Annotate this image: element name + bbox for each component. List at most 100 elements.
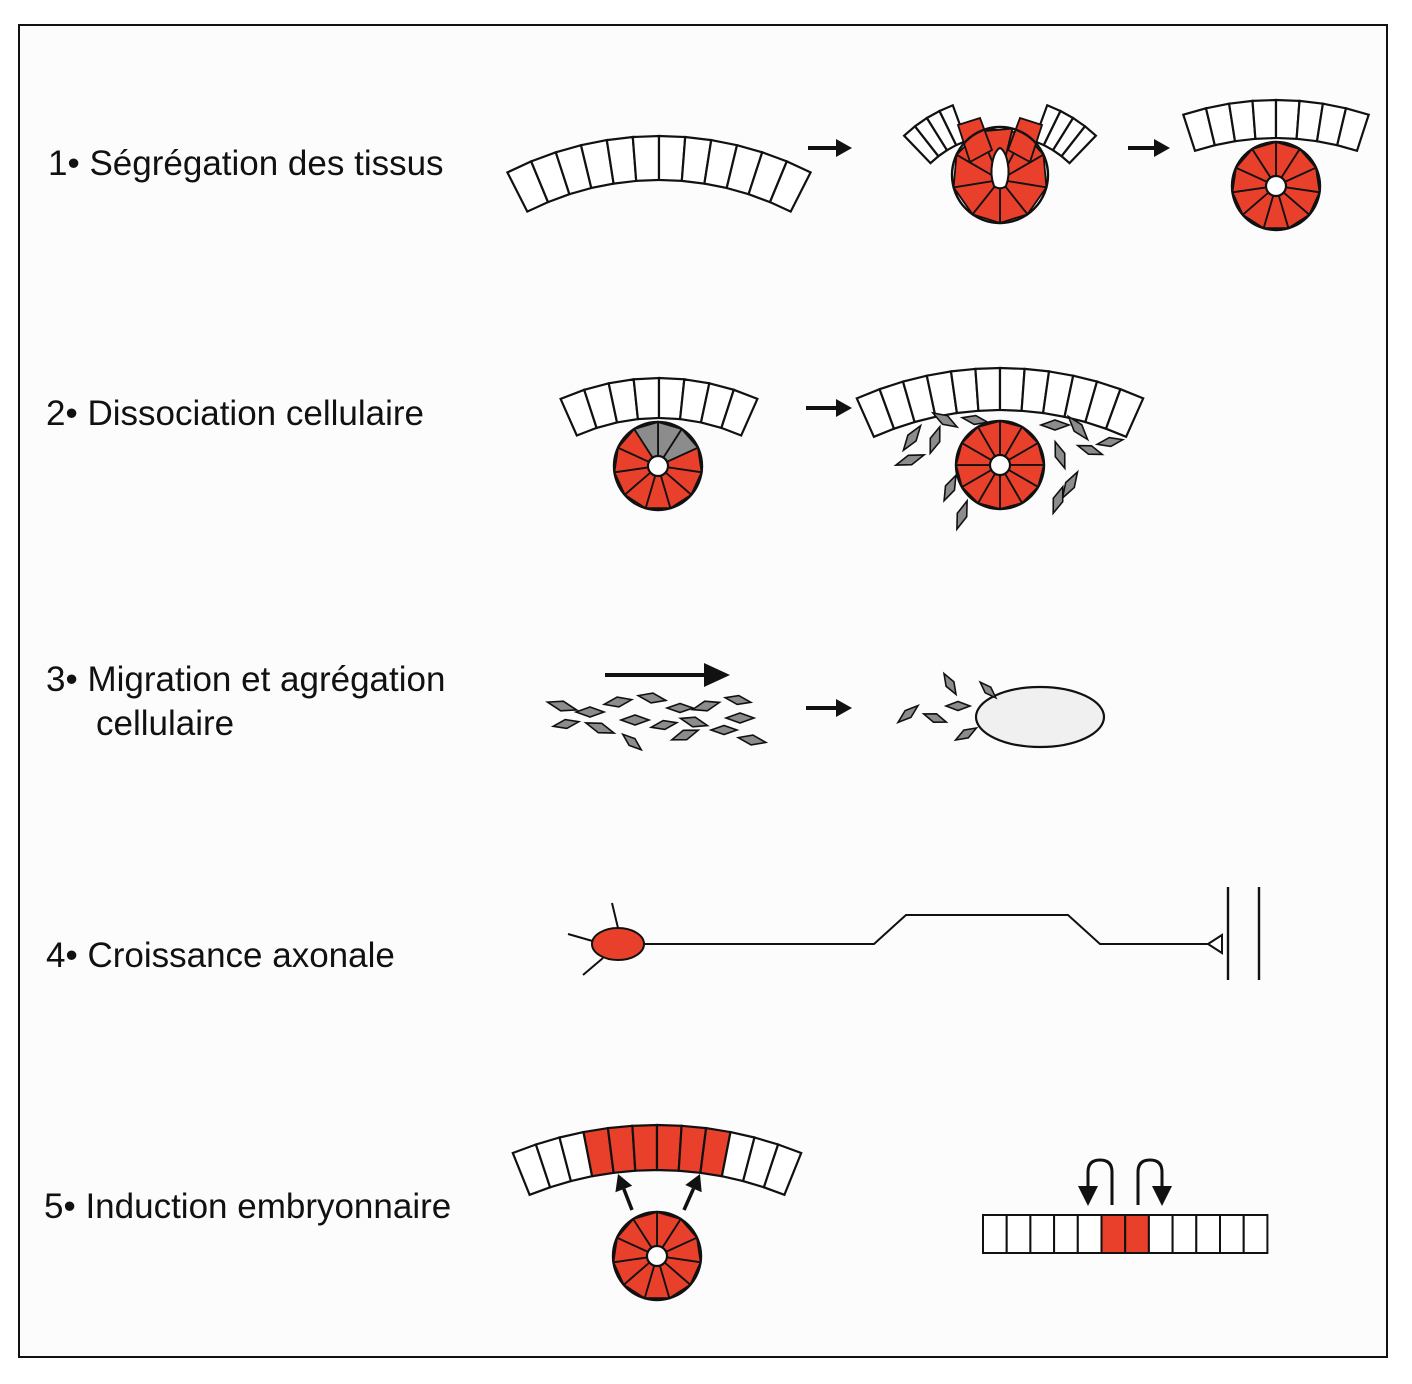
epithelial-cell xyxy=(1104,387,1145,439)
rosette-lumen xyxy=(988,453,1012,477)
rosette-lumen xyxy=(646,454,670,478)
step-1-label: 1• Ségrégation des tissus xyxy=(48,146,444,181)
arrow-head xyxy=(1078,1186,1098,1206)
arrow-head xyxy=(1154,139,1170,157)
arrow-head xyxy=(836,699,852,717)
step3-aggregating-cells xyxy=(896,671,998,742)
mesenchymal-cell xyxy=(722,694,754,706)
step3-migrating-cells xyxy=(545,692,769,752)
row-cell xyxy=(1171,1214,1198,1254)
epithelial-cell xyxy=(631,134,661,183)
epithelial-cell xyxy=(998,366,1026,412)
step5-arrow-left xyxy=(615,1174,634,1211)
mesenchymal-cell xyxy=(956,498,968,532)
mesenchymal-cell xyxy=(621,732,643,752)
mesenchymal-cell xyxy=(1038,419,1072,431)
step-3-label-line2: cellulaire xyxy=(96,704,235,743)
dendrite xyxy=(582,957,604,976)
row-cell xyxy=(1219,1214,1245,1254)
step-3-number: 3• xyxy=(46,660,78,699)
step1-arrow-2 xyxy=(1128,139,1170,157)
mesenchymal-cell xyxy=(708,724,740,736)
step5-curved-arrows xyxy=(1078,1158,1172,1206)
epithelial-cell xyxy=(631,1123,659,1172)
step-1-text: Ségrégation des tissus xyxy=(89,144,444,183)
mesenchymal-cell xyxy=(545,700,579,712)
epithelial-cell xyxy=(949,367,980,415)
growth-cone xyxy=(1206,933,1223,955)
epithelial-cell xyxy=(1335,106,1371,153)
mesenchymal-cell xyxy=(942,671,958,697)
mesenchymal-cell xyxy=(943,700,973,712)
rosette-outline xyxy=(950,125,1050,225)
dendrite xyxy=(611,902,619,929)
row-cell xyxy=(1242,1214,1269,1254)
step5-arrow-right xyxy=(682,1174,702,1211)
row-cell xyxy=(1005,1214,1032,1254)
step-3-text: Migration et agrégation xyxy=(87,660,446,699)
step-2-label: 2• Dissociation cellulaire xyxy=(46,396,424,431)
mesenchymal-cell xyxy=(550,718,582,730)
step-2-number: 2• xyxy=(46,394,78,433)
curved-arrow-left xyxy=(1086,1158,1114,1205)
arrow-shaft xyxy=(622,1188,634,1211)
mesenchymal-cell xyxy=(953,726,979,742)
arrow-head xyxy=(1152,1186,1172,1206)
step-1-number: 1• xyxy=(48,144,80,183)
mesenchymal-cell xyxy=(1061,469,1079,501)
mesenchymal-cell xyxy=(573,706,607,718)
step1-neural-tube xyxy=(1230,140,1322,232)
mesenchymal-cell xyxy=(669,729,701,741)
mesenchymal-cell xyxy=(929,424,941,456)
arrow-head xyxy=(836,139,852,157)
step5-inducer-rosette xyxy=(611,1210,703,1302)
row-cell xyxy=(1124,1214,1150,1254)
epithelial-cell xyxy=(606,1124,637,1174)
mesenchymal-cell xyxy=(601,696,635,708)
rosette-lumen xyxy=(645,1244,669,1268)
mesenchymal-cell xyxy=(943,473,957,503)
step-4-label: 4• Croissance axonale xyxy=(46,938,395,973)
step3-migration-arrow xyxy=(605,663,730,687)
row-cell xyxy=(1147,1214,1174,1254)
arrow-head xyxy=(704,663,730,687)
epithelial-cell xyxy=(1227,99,1257,143)
mesenchymal-cell xyxy=(1066,414,1090,442)
arrow-head xyxy=(836,399,852,417)
mesenchymal-cell xyxy=(648,719,680,731)
mesenchymal-cell xyxy=(921,712,949,724)
epithelial-cell xyxy=(974,366,1002,412)
axon xyxy=(644,914,1210,945)
mesenchymal-cell xyxy=(1075,444,1105,456)
mesenchymal-cell xyxy=(664,702,696,714)
mesenchymal-cell xyxy=(1052,484,1064,516)
curved-arrow-right xyxy=(1136,1158,1164,1205)
mesenchymal-cell xyxy=(583,722,617,734)
step3-arrow xyxy=(806,699,852,717)
step2-arrow xyxy=(806,399,852,417)
step1-wing-right xyxy=(1032,103,1098,165)
mesenchymal-cell xyxy=(893,454,927,466)
mesenchymal-cell xyxy=(678,716,710,728)
step1-arrow-1 xyxy=(808,139,852,157)
step-2-text: Dissociation cellulaire xyxy=(87,394,424,433)
epithelial-cell xyxy=(1251,98,1278,140)
mesenchymal-cell xyxy=(723,712,757,724)
step-3-label: 3• Migration et agrégation xyxy=(46,662,445,697)
step5-cell-row xyxy=(982,1214,1269,1254)
epithelial-cell xyxy=(655,1123,683,1172)
row-cell xyxy=(1029,1214,1056,1254)
step-5-label: 5• Induction embryonnaire xyxy=(44,1189,451,1224)
epithelial-cell xyxy=(762,1143,803,1197)
neural-groove xyxy=(990,146,1010,190)
step5-epithelium xyxy=(511,1123,803,1197)
mesenchymal-cell xyxy=(901,423,923,453)
step2-neural-tube xyxy=(612,420,704,512)
arrow-head xyxy=(615,1174,633,1193)
step1-invagination xyxy=(950,116,1050,225)
mesenchymal-cell xyxy=(690,700,722,712)
step1-epithelium-flat xyxy=(505,134,813,214)
rosette-lumen xyxy=(1264,174,1288,198)
step-4-number: 4• xyxy=(46,936,78,975)
